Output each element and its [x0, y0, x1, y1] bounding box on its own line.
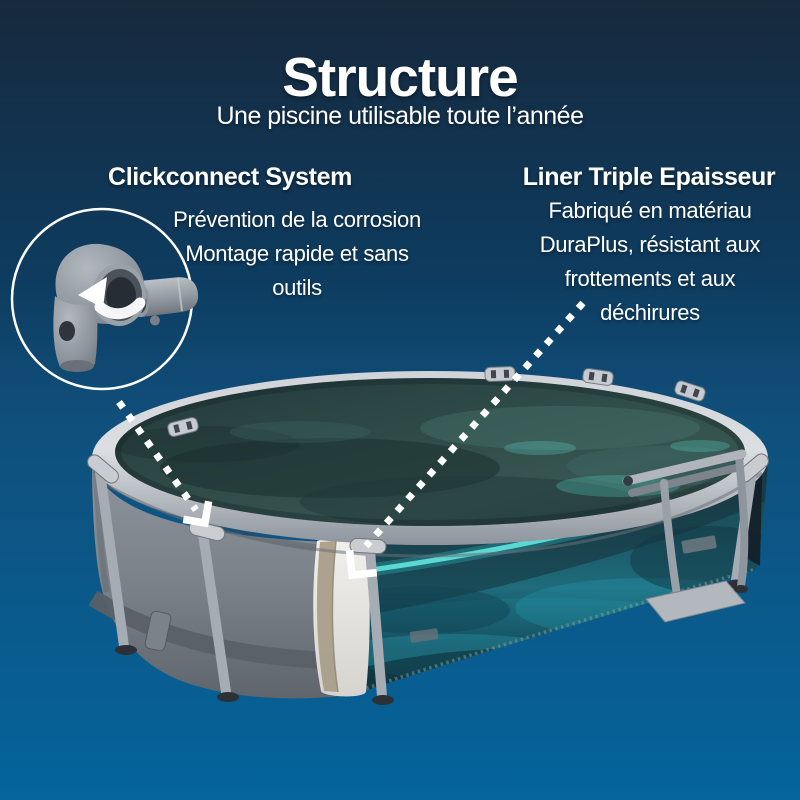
arrowhead-frame-joint: [182, 500, 213, 528]
dotted-arrow-to-liner-wall: [363, 300, 586, 549]
waterline-highlight: [355, 464, 758, 575]
leg-tee-joints: [87, 453, 769, 555]
arrowhead-liner-wall: [345, 549, 378, 580]
pool-ladder: [622, 449, 749, 623]
pool-corner-column: [313, 537, 370, 697]
page-subtitle: Une piscine utilisable toute l’année: [216, 102, 584, 130]
feature-clickconnect-heading: Clickconnect System: [108, 162, 352, 191]
page-title: Structure: [282, 45, 519, 108]
elbow-pin-hole: [59, 321, 75, 341]
pool-top-rail: [92, 371, 768, 558]
pool-render: [87, 366, 769, 705]
feature-liner-heading: Liner Triple Epaisseur: [522, 162, 776, 191]
annotation-arrows: [116, 300, 586, 580]
pool-wall-grey: [88, 458, 353, 699]
pool-wall-liner-transparent: [352, 458, 768, 695]
dotted-arrow-to-frame-joint: [116, 399, 199, 513]
insertion-arrow-icon: [78, 277, 146, 320]
rail-seam-connectors: [167, 366, 706, 437]
pool-legs: [87, 453, 769, 705]
feature-clickconnect-description: Prévention de la corrosion Montage rapid…: [173, 207, 421, 300]
pool-water-surface: [115, 378, 745, 526]
feature-liner-description: Fabriqué en matériau DuraPlus, résistant…: [539, 198, 761, 325]
